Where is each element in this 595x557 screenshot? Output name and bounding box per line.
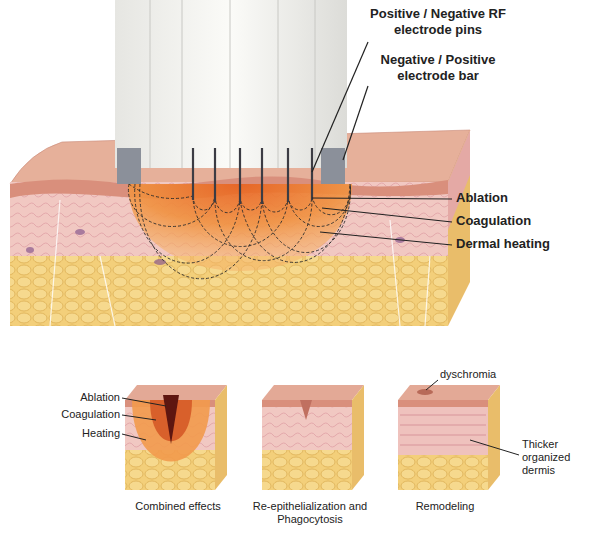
zone-label: Dermal heating [456,236,586,252]
cube-repair [262,385,364,490]
feature-label: Thicker organized dermis [522,438,586,478]
device-ridges [150,0,315,168]
zone-label: Coagulation [456,213,586,229]
zone-label: Heating [40,427,120,440]
part-label: Positive / Negative RF electrode pins [368,6,508,37]
stage-caption: Re-epithelialization and Phagocytosis [248,500,372,526]
stage-caption: Remodeling [400,500,490,513]
feature-label: dyschromia [440,368,520,381]
zone-label: Coagulation [40,408,120,421]
electrode-bar [117,148,141,184]
cube-combined [125,385,227,490]
electrode-pins [193,148,312,204]
part-label: Negative / Positive electrode bar [368,52,508,83]
cube-remodeling [398,385,500,490]
zone-label: Ablation [40,391,120,404]
stage-caption: Combined effects [118,500,238,513]
device-body [115,0,347,168]
leader-lines [122,380,519,455]
zone-label: Ablation [456,190,586,206]
electrode-bar [321,148,345,184]
